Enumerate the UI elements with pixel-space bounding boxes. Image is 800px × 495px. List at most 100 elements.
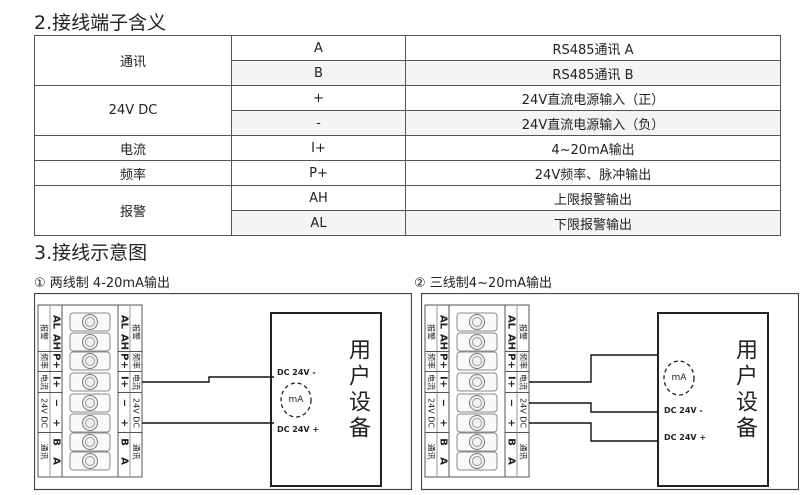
terminal-label: I+ (51, 376, 62, 388)
terminal-cell: + (231, 85, 406, 111)
group-label: 报警 (519, 324, 529, 340)
terminal-cell: A (231, 35, 406, 61)
terminal-block (37, 304, 143, 478)
group-label: 电流 (40, 374, 50, 390)
terminal-label: AL (51, 315, 62, 330)
screw-ring (472, 437, 482, 447)
screw-head (469, 314, 485, 330)
screw-head (82, 453, 98, 469)
terminal-label: AH (119, 334, 130, 350)
device-label-char: 用 (349, 339, 371, 364)
group-label: 24V DC (427, 398, 436, 428)
terminal-label: B (119, 438, 130, 446)
screw-ring (472, 398, 482, 408)
terminal-label: P+ (438, 353, 449, 369)
diagram-frame (34, 293, 412, 491)
screw-ring (85, 437, 95, 447)
terminal-label: − (51, 399, 62, 407)
screw-ring (85, 418, 95, 428)
terminal-cell: AH (231, 185, 406, 211)
description-cell: RS485通讯 A (405, 35, 781, 61)
device-label-char: 设 (736, 391, 758, 416)
section-2-title: 2.接线端子含义 (34, 12, 167, 34)
screw-head (469, 434, 485, 450)
group-label: 通讯 (519, 444, 529, 460)
dc-positive-label: DC 24V + (664, 433, 706, 442)
terminal-cell: P+ (231, 160, 406, 186)
group-label: 24V DC (132, 398, 141, 428)
group-label: 电流 (427, 374, 437, 390)
terminal-label: A (438, 457, 449, 465)
group-name-cell: 通讯 (34, 35, 232, 86)
group-label: 电流 (519, 374, 529, 390)
description-cell: RS485通讯 B (405, 60, 781, 86)
screw-ring (472, 356, 482, 366)
group-label: 频率 (40, 353, 50, 369)
device-label-char: 设 (349, 391, 371, 416)
device-label-char: 户 (736, 365, 758, 390)
wire-current (529, 354, 658, 383)
device-label-char: 户 (349, 365, 371, 390)
description-cell: 下限报警输出 (405, 210, 781, 236)
screw-ring (472, 317, 482, 327)
terminal-label: P+ (119, 353, 130, 369)
screw-ring (472, 418, 482, 428)
screw-head (82, 334, 98, 350)
terminal-label: B (438, 438, 449, 446)
terminal-label: + (119, 419, 130, 427)
screw-ring (472, 456, 482, 466)
description-cell: 24V频率、脉冲输出 (405, 160, 781, 186)
terminal-label: AH (438, 334, 449, 350)
terminal-label: − (506, 399, 517, 407)
group-name-cell: 电流 (34, 135, 232, 161)
terminal-label: − (119, 399, 130, 407)
dc-negative-label: DC 24V - (664, 406, 703, 415)
dc-positive-label: DC 24V + (277, 425, 319, 434)
terminal-label: I+ (506, 376, 517, 388)
group-label: 频率 (427, 353, 437, 369)
group-label: 报警 (132, 324, 142, 340)
group-label: 通讯 (427, 444, 437, 460)
terminal-label: + (438, 419, 449, 427)
screw-head (82, 353, 98, 369)
ma-meter-label: mA (289, 395, 305, 405)
screw-ring (85, 456, 95, 466)
screw-head (469, 395, 485, 411)
terminal-label: I+ (438, 376, 449, 388)
terminal-label: AL (506, 315, 517, 330)
wire-current (142, 376, 274, 383)
ma-meter (280, 382, 312, 418)
group-label: 报警 (427, 324, 437, 340)
terminal-label: + (51, 419, 62, 427)
group-name-cell: 24V DC (34, 85, 232, 136)
screw-head (82, 395, 98, 411)
terminal-block (424, 304, 530, 478)
diagram-frame (421, 293, 799, 491)
diagram-1-caption: ① 两线制 4-20mA输出 (34, 276, 170, 291)
terminal-label: + (506, 419, 517, 427)
group-label: 24V DC (519, 398, 528, 428)
screw-ring (85, 356, 95, 366)
screw-head (82, 415, 98, 431)
screw-head (82, 434, 98, 450)
terminal-label: B (51, 438, 62, 446)
screw-head (469, 374, 485, 390)
ma-meter-label: mA (672, 373, 688, 383)
wire-negative (529, 402, 658, 413)
screw-head (82, 374, 98, 390)
description-cell: 4~20mA输出 (405, 135, 781, 161)
terminal-cell: AL (231, 210, 406, 236)
description-cell: 24V直流电源输入（正） (405, 85, 781, 111)
screw-ring (85, 377, 95, 387)
section-3-title: 3.接线示意图 (34, 242, 148, 264)
ma-meter (663, 360, 695, 396)
screw-ring (85, 317, 95, 327)
screw-ring (472, 337, 482, 347)
